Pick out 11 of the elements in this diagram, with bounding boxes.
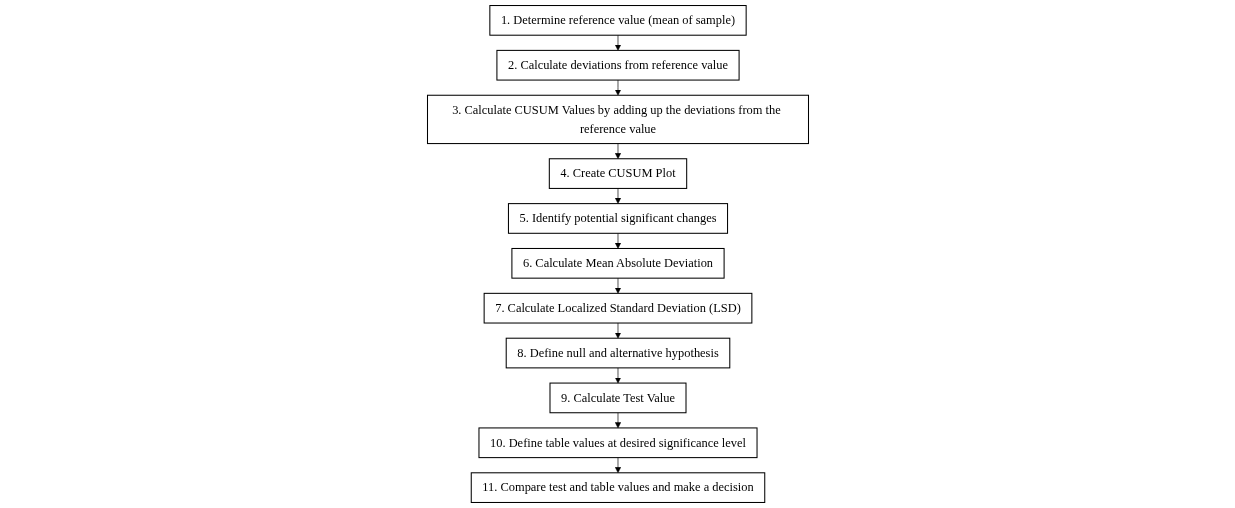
node-box: 9. Calculate Test Value [549,382,686,414]
node-box: 11. Compare test and table values and make a decision [470,472,765,503]
node-box: 10. Define table values at desired significance level [477,427,758,459]
node-box: 4. Create CUSUM Plot [548,158,687,189]
node-box: 3. Calculate CUSUM Values by adding up the deviations from the reference value [426,94,809,145]
node-box: 8. Define null and alternative hypothesis [505,337,730,369]
node-box: 5. Identify potential significant changes [507,203,728,234]
node-box: 7. Calculate Localized Standard Deviation (LSD) [483,292,752,324]
node-box: 2. Calculate deviations from reference value [495,49,740,81]
node-box: 6. Calculate Mean Absolute Deviation [510,247,725,279]
node-box: 1. Determine reference value (mean of sample) [488,5,747,36]
